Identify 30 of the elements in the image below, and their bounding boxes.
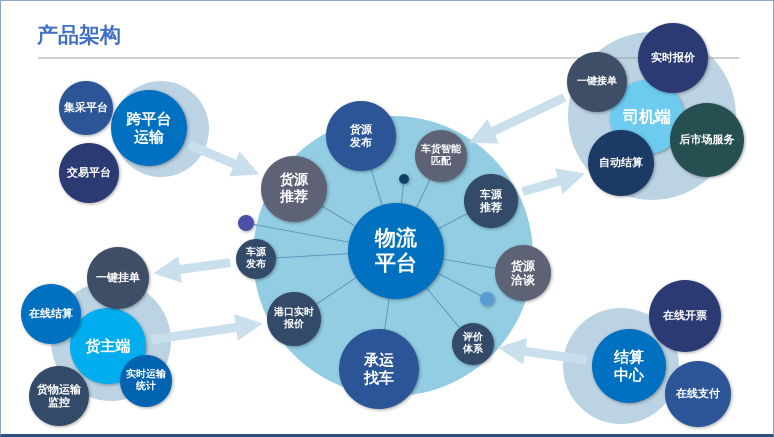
title: 产品架构 (37, 22, 121, 49)
feature-circle: 在线开票 (649, 280, 721, 352)
spoke-line (438, 272, 482, 296)
spoke-line (384, 298, 390, 330)
block-arrow (468, 93, 566, 144)
feature-circle: 车源发布 (236, 239, 276, 279)
spoke-line (316, 277, 357, 305)
feature-circle: 在线支付 (665, 361, 731, 427)
block-arrow (521, 168, 585, 196)
spoke-line (438, 213, 468, 230)
feature-circle: 货源发布 (326, 101, 396, 171)
feature-circle: 实时运输统计 (120, 355, 172, 407)
feature-circle: 在线结算 (21, 284, 81, 344)
dot-marker (238, 215, 254, 231)
spoke-line (275, 253, 349, 258)
feature-circle: 集采平台 (59, 81, 113, 135)
block-arrow (150, 314, 263, 344)
feature-circle: 一键挂单 (87, 247, 149, 309)
spoke-line (426, 287, 460, 328)
feature-circle: 货物运输监控 (29, 366, 89, 426)
block-arrow (498, 338, 588, 365)
spoke-line (253, 224, 350, 243)
feature-circle: 交易平台 (59, 143, 119, 203)
spoke-line (400, 183, 404, 204)
block-arrow (188, 140, 260, 176)
block-arrow (153, 256, 231, 283)
spoke-line (322, 206, 356, 227)
spoke-line (370, 168, 383, 206)
spoke-line (416, 179, 430, 208)
spoke-line (442, 258, 496, 269)
